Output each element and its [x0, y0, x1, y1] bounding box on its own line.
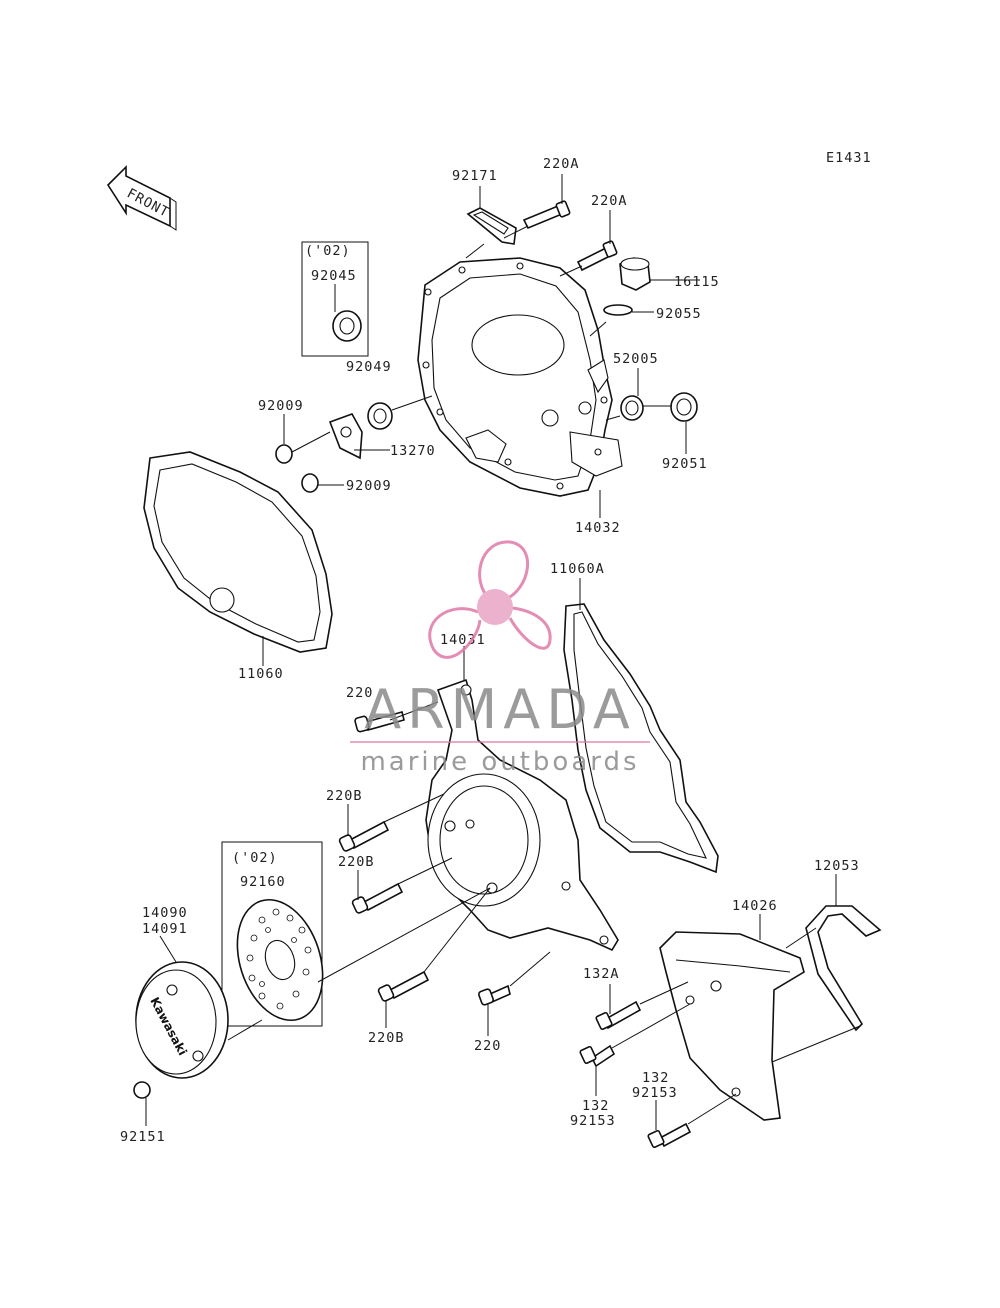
bolt-220A-upper: [522, 200, 571, 230]
bolt-220B-1: [338, 820, 390, 852]
label-13270: 13270: [390, 443, 436, 459]
label-92153-lower-left: 92153: [570, 1113, 616, 1129]
label-220A-upper: 220A: [543, 156, 580, 172]
plate-92160: [236, 898, 324, 1022]
plate-13270: [328, 413, 363, 460]
oil-seal-52005: [620, 395, 644, 421]
engine-cover-14090: Kawasaki: [135, 961, 229, 1079]
watermark-tagline: marine outboards: [360, 747, 639, 777]
clutch-cover-14032: [417, 257, 623, 497]
label-92009-upper: 92009: [258, 398, 304, 414]
screw-92151: [133, 1081, 151, 1099]
gasket-11060A: [563, 603, 719, 874]
year-02-box-lower: [221, 841, 323, 1027]
label-220-lower: 220: [474, 1038, 501, 1054]
oil-seal-92051: [670, 392, 698, 422]
label-92171: 92171: [452, 168, 498, 184]
bearing-92045: [332, 310, 362, 342]
label-132-right: 132: [642, 1070, 669, 1086]
label-92151: 92151: [120, 1129, 166, 1145]
bolt-132A: [595, 1000, 642, 1031]
diagram-id: E1431: [826, 150, 872, 166]
label-14026: 14026: [732, 898, 778, 914]
leader-lines: [145, 174, 861, 1130]
label-92055: 92055: [656, 306, 702, 322]
bolt-220-lower: [478, 984, 511, 1006]
label-220A-lower: 220A: [591, 193, 628, 209]
label-92009-lower: 92009: [346, 478, 392, 494]
label-year-02-upper: ('02): [305, 243, 351, 259]
label-92045: 92045: [311, 268, 357, 284]
label-14031: 14031: [440, 632, 486, 648]
bolt-220A-lower: [576, 240, 618, 272]
bracket-12053: [805, 905, 882, 1032]
label-132A: 132A: [583, 966, 620, 982]
label-132-lower-left: 132: [582, 1098, 609, 1114]
label-14090: 14090: [142, 905, 188, 921]
label-220B-2: 220B: [338, 854, 375, 870]
label-12053: 12053: [814, 858, 860, 874]
front-arrow-icon: FRONT: [106, 165, 177, 231]
armada-watermark: ARMADA marine outboards: [350, 540, 650, 777]
label-220B-1: 220B: [326, 788, 363, 804]
label-16115: 16115: [674, 274, 720, 290]
label-14091: 14091: [142, 921, 188, 937]
cover-bolt-holes: [422, 262, 608, 490]
label-92049: 92049: [346, 359, 392, 375]
label-220-upper: 220: [346, 685, 373, 701]
label-92160: 92160: [240, 874, 286, 890]
o-ring-92055: [603, 304, 633, 316]
seal-92049: [367, 402, 393, 430]
bolt-220-upper: [354, 711, 405, 733]
label-92153-right: 92153: [632, 1085, 678, 1101]
propeller-logo-icon: [428, 540, 552, 659]
plate-92171: [466, 207, 517, 245]
label-11060A: 11060A: [550, 561, 605, 577]
label-11060: 11060: [238, 666, 284, 682]
bolt-92009-upper: [275, 444, 293, 464]
label-220B-3: 220B: [368, 1030, 405, 1046]
bolt-132-2: [647, 1122, 692, 1149]
bolt-92009-lower: [301, 473, 319, 493]
label-year-02-lower: ('02): [232, 850, 278, 866]
bolt-220B-2: [351, 882, 404, 914]
label-52005: 52005: [613, 351, 659, 367]
chain-guard-14026: [659, 931, 805, 1121]
label-92051: 92051: [662, 456, 708, 472]
watermark-name: ARMADA: [364, 678, 636, 741]
year-02-box-upper: [301, 241, 369, 357]
bolt-220B-3: [377, 970, 430, 1002]
label-14032: 14032: [575, 520, 621, 536]
gasket-11060: [143, 451, 333, 653]
sprocket-cover-14031: [425, 678, 619, 952]
bolt-132-1: [579, 1044, 616, 1068]
oil-filler-cap-16115: [619, 257, 651, 291]
